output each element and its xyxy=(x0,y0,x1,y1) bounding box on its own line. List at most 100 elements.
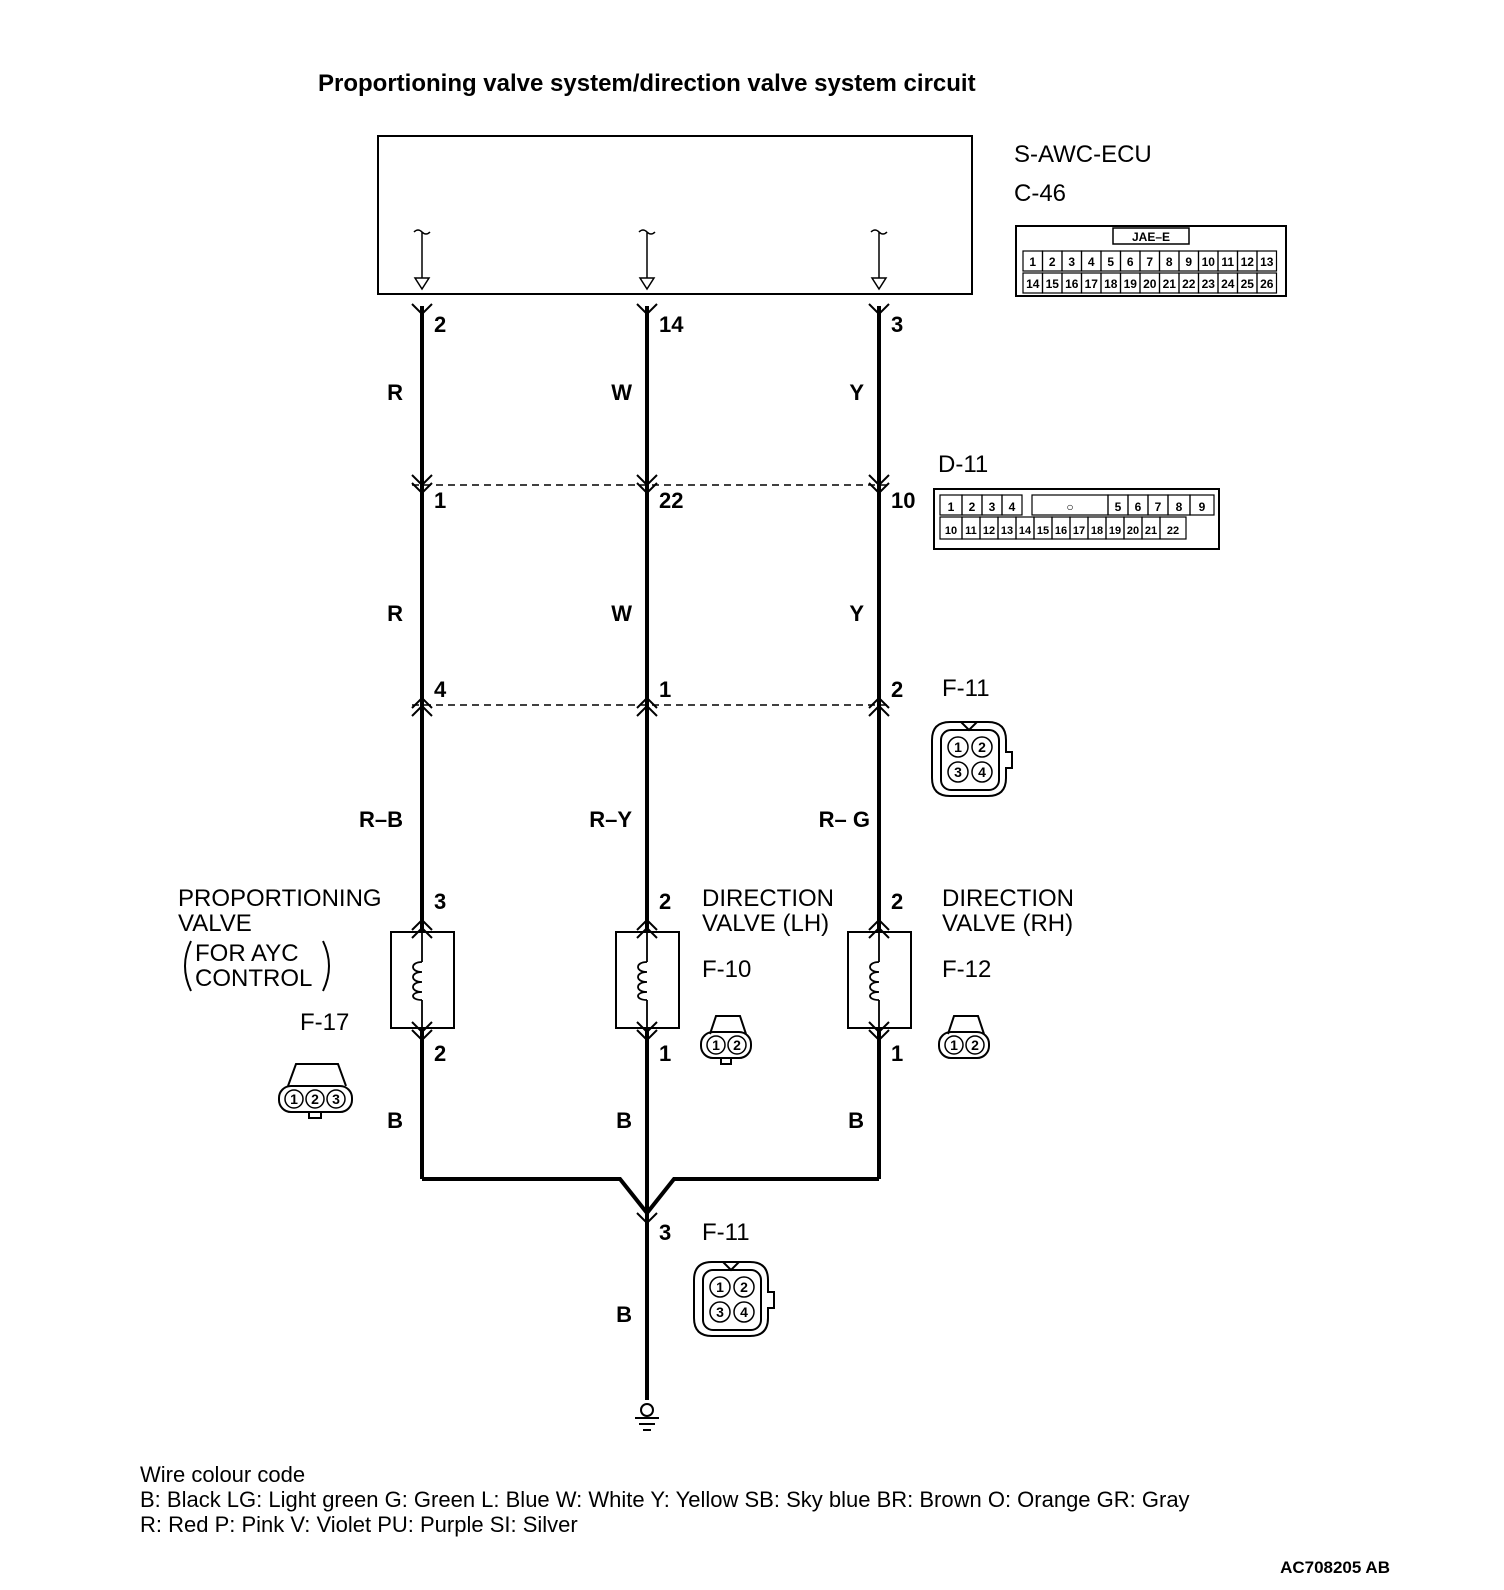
d11-row2-pin-label: 16 xyxy=(1055,525,1067,537)
c46-row2-pin-label: 26 xyxy=(1260,277,1274,291)
d11-row1-pin-label: 9 xyxy=(1199,500,1206,514)
f12-connector-face xyxy=(938,1015,990,1059)
ground-f11-pin: 3 xyxy=(659,1220,671,1245)
c46-row1-pin-label: 5 xyxy=(1107,255,1114,269)
c46-row2-pin-label: 17 xyxy=(1085,277,1099,291)
f10-connector-face xyxy=(700,1015,752,1065)
d11-row1-pin-label: 6 xyxy=(1135,500,1142,514)
d11-row2-pin-label: 14 xyxy=(1019,525,1032,537)
c46-row1-pin-label: 7 xyxy=(1146,255,1153,269)
c46-row2-pin-label: 15 xyxy=(1046,277,1060,291)
d11-row2-cell xyxy=(1159,516,1187,540)
c46-row1-pin-label: 2 xyxy=(1049,255,1056,269)
c46-row1-pin-label: 10 xyxy=(1202,255,1216,269)
d11-row2-pin-label: 18 xyxy=(1091,525,1103,537)
wire-right-ecu-pin: 3 xyxy=(891,312,903,337)
ground-symbol xyxy=(635,1403,659,1431)
c46-row1-pin-label: 4 xyxy=(1088,255,1095,269)
ecu-internal-terminals xyxy=(413,229,888,291)
f11-label: F-11 xyxy=(942,675,990,702)
wire-middle-f11-pin: 1 xyxy=(659,677,671,702)
ecu-pin-arrows xyxy=(411,303,890,316)
wire-left-f11-pin: 4 xyxy=(434,677,447,702)
c46-row1-pin-label: 8 xyxy=(1166,255,1173,269)
d11-row1-cell xyxy=(1001,494,1023,516)
c46-row1-pin-label: 6 xyxy=(1127,255,1134,269)
ground-junction xyxy=(422,1177,879,1217)
c46-row2-pin-label: 23 xyxy=(1202,277,1216,291)
ground-pin-chevron xyxy=(636,1212,658,1225)
lh-valve-top-pin: 2 xyxy=(659,889,671,914)
c46-row1-pin-label: 9 xyxy=(1185,255,1192,269)
wire-left-color-2: R xyxy=(387,601,403,626)
d11-row1-pin-label: 3 xyxy=(989,500,996,514)
wire-middle-d11-pin: 22 xyxy=(659,488,683,513)
c46-row2-cell xyxy=(1256,272,1278,294)
proportioning-valve-paren-line-1: FOR AYC xyxy=(195,940,299,967)
d11-row2-pin-label: 10 xyxy=(945,525,957,537)
c46-row2-pin-label: 22 xyxy=(1182,277,1196,291)
d11-row1-pin-label: ○ xyxy=(1066,500,1073,514)
rh-valve-label-1: DIRECTION xyxy=(942,885,1074,912)
d11-row1-pin-label: 4 xyxy=(1009,500,1016,514)
diagram-title: Proportioning valve system/direction val… xyxy=(318,70,976,97)
f11-pin-3: 3 xyxy=(954,764,962,780)
d11-row2-pin-label: 12 xyxy=(983,525,995,537)
f11b-pin-4: 4 xyxy=(740,1304,748,1320)
wire-left-ecu-pin: 2 xyxy=(434,312,446,337)
d11-row2-pin-label: 22 xyxy=(1167,525,1179,537)
f11-pin-2: 2 xyxy=(978,739,986,755)
c46-row1-pin-label: 11 xyxy=(1221,255,1234,269)
c46-row2-pin-label: 16 xyxy=(1065,277,1079,291)
f11-chevrons xyxy=(411,696,890,717)
d11-row2-pin-label: 21 xyxy=(1145,525,1157,537)
lh-valve-label-2: VALVE (LH) xyxy=(702,910,829,937)
d11-row1-pin-label: 1 xyxy=(948,500,955,514)
d11-row2-pin-label: 13 xyxy=(1001,525,1013,537)
c46-row1-pin-label: 3 xyxy=(1068,255,1075,269)
c46-row2-pin-label: 25 xyxy=(1241,277,1255,291)
d11-row2-pin-label: 17 xyxy=(1073,525,1085,537)
d11-row1-pin-label: 7 xyxy=(1155,500,1162,514)
wire-middle-ecu-pin: 14 xyxy=(659,312,684,337)
wire-left-color-1: R xyxy=(387,380,403,405)
f12-label: F-12 xyxy=(942,956,991,983)
wire-right-f11-pin: 2 xyxy=(891,677,903,702)
c46-row2-pin-label: 24 xyxy=(1221,277,1235,291)
wire-right-color-4: B xyxy=(848,1108,864,1133)
f17-pin-2: 2 xyxy=(311,1091,319,1107)
f11-pin-4: 4 xyxy=(978,764,986,780)
ecu-box xyxy=(377,135,973,295)
c46-row1-cell xyxy=(1256,250,1278,272)
ecu-name: S-AWC-ECU xyxy=(1014,141,1152,168)
c46-row2-pin-label: 14 xyxy=(1026,277,1040,291)
legend-line-2: R: Red P: Pink V: Violet PU: Purple SI: … xyxy=(140,1512,578,1537)
d11-row1-pin-label: 2 xyxy=(969,500,976,514)
d11-row2-pin-label: 15 xyxy=(1037,525,1049,537)
ecu-connector-id: C-46 xyxy=(1014,180,1066,207)
f10-label: F-10 xyxy=(702,956,751,983)
proportioning-valve-label-2: VALVE xyxy=(178,910,252,937)
f11b-connector-face xyxy=(693,1261,775,1337)
c46-type-label: JAE–E xyxy=(1132,230,1170,244)
f17-pin-3: 3 xyxy=(332,1091,340,1107)
f11b-label: F-11 xyxy=(702,1219,750,1246)
f10-pin-2: 2 xyxy=(733,1037,741,1053)
proportioning-valve-paren-line-2: CONTROL xyxy=(195,965,312,992)
proportioning-valve-paren-left xyxy=(184,940,192,992)
wire-left-color-3: R–B xyxy=(359,807,403,832)
f17-pin-1: 1 xyxy=(290,1091,298,1107)
c46-row1-pin-label: 13 xyxy=(1260,255,1274,269)
f11-connector-face xyxy=(931,721,1013,797)
d11-row1-cell xyxy=(1189,494,1215,516)
c46-row2-pin-label: 19 xyxy=(1124,277,1138,291)
proportioning-valve-bottom-pin: 2 xyxy=(434,1041,446,1066)
c46-row2-pin-label: 20 xyxy=(1143,277,1157,291)
f10-pin-1: 1 xyxy=(712,1037,720,1053)
f17-connector-face xyxy=(278,1063,353,1119)
wire-middle-color-3: R–Y xyxy=(589,807,632,832)
f11b-pin-3: 3 xyxy=(716,1304,724,1320)
c46-row1-pin-label: 1 xyxy=(1029,255,1036,269)
